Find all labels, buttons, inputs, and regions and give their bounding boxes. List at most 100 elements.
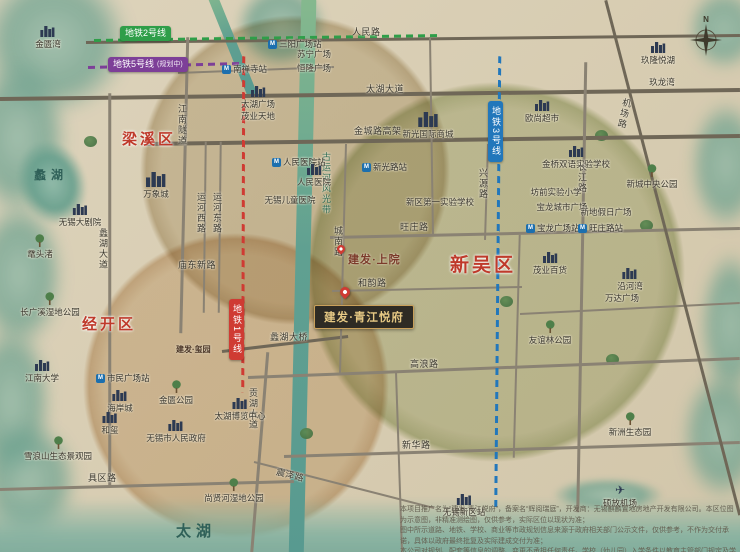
landmark-jiulongwan: 玖龙湾 xyxy=(649,76,675,88)
road-label: 城南路 xyxy=(333,226,343,258)
metro-badge-label: 地铁1号线 xyxy=(232,304,242,356)
building-icon xyxy=(456,494,471,505)
tree-icon xyxy=(624,412,635,425)
airplane-icon: ✈ xyxy=(614,483,626,497)
building-icon xyxy=(72,204,87,215)
metro-badge-label: 地铁5号线 xyxy=(113,59,155,69)
tree-icon xyxy=(300,428,313,439)
landmark-label: 鼋头渚 xyxy=(27,249,53,259)
district-label-jingkai: 经开区 xyxy=(82,316,137,333)
landmark-label: 玖隆悦湖 xyxy=(640,55,676,65)
metro-badge-label: 地铁2号线 xyxy=(125,28,167,38)
road-label: 古运河风光带 xyxy=(321,152,331,215)
landmark-jinkuiwan: 金匮湾 xyxy=(35,26,61,50)
road-label: 人民路 xyxy=(352,27,381,37)
metro-station-label: 三阳广场站 xyxy=(279,39,322,49)
taihu-lake-band xyxy=(0,502,740,552)
project-shangyuan-label: 建发·上院 xyxy=(348,254,401,266)
tree-icon xyxy=(640,220,653,231)
road-label: 庙东新路 xyxy=(178,260,217,270)
landmark-henglong-plaza: 恒隆广场 xyxy=(297,62,331,74)
tree-icon xyxy=(84,136,97,147)
road-label: 机场路 xyxy=(615,97,633,131)
landmark-jiangnan-university: 江南大学 xyxy=(25,360,59,384)
landmark-yanhewan: 沿河湾 xyxy=(617,268,643,292)
metro-station-label: 旺庄路站 xyxy=(589,223,624,233)
landmark-label: 坊前实验小学 xyxy=(530,187,582,197)
lake-label: 太湖 xyxy=(176,524,217,540)
metro-station-icon: M xyxy=(268,39,277,49)
tree-icon xyxy=(34,234,45,247)
landmark-auchan-supermarket: 欧尚超市 xyxy=(525,100,559,124)
landmark-baolong-city-plaza: 宝龙城市广场 xyxy=(536,201,587,213)
road-label: 太湖大道 xyxy=(366,84,405,94)
road-label: 江南隧道 xyxy=(177,104,187,146)
tree-icon xyxy=(646,164,657,177)
landmark-label: 新地假日广场 xyxy=(580,207,632,217)
watercolor-mountain-right-upper xyxy=(690,100,740,230)
metro-station-label: 南禅寺站 xyxy=(233,64,268,74)
landmark-label: 无锡市人民政府 xyxy=(146,433,206,443)
tree-icon xyxy=(170,380,181,393)
tree-icon xyxy=(44,292,55,305)
landmark-city-government: 无锡市人民政府 xyxy=(146,420,206,444)
landmark-label: 沿河湾 xyxy=(617,281,643,291)
landmark-renmin-hospital: 人民医院 xyxy=(297,164,331,188)
metro-badge-line1: 地铁1号线 xyxy=(229,299,244,361)
building-icon xyxy=(232,398,247,409)
landmark-hexi: 和玺 xyxy=(101,412,119,436)
landmark-label: 无锡新区站 xyxy=(442,507,486,517)
landmark-yuantouzhu: 鼋头渚 xyxy=(27,234,53,260)
tree-icon xyxy=(544,320,555,333)
disclaimer-line: 图中所示道路、地铁、学校、商业等市政规划信息来源于政府相关部门公示文件，仅供参考… xyxy=(400,527,729,545)
metro-station-icon: M xyxy=(96,373,105,383)
lake-label: 蠡湖 xyxy=(34,168,69,182)
landmark-xindi-holiday-plaza: 新地假日广场 xyxy=(580,206,631,218)
landmark-youyilin-park: 友谊林公园 xyxy=(529,320,571,346)
landmark-label: 万达广场 xyxy=(604,293,640,303)
tree-icon xyxy=(52,436,63,449)
landmark-label: 和玺 xyxy=(101,425,119,435)
landmark-xinzhou-eco-park: 新洲生态园 xyxy=(609,412,651,438)
tree-icon xyxy=(228,478,239,491)
metro-station-icon: M xyxy=(526,223,535,233)
metro-station-icon: M xyxy=(222,64,231,74)
metro-station-label: 宝龙广场站 xyxy=(537,223,580,233)
landmark-label: 雪浪山生态景观园 xyxy=(23,451,93,461)
building-icon xyxy=(306,164,321,175)
compass-north-label: N xyxy=(703,15,709,24)
building-icon xyxy=(250,86,265,97)
road-label: 运河东路 xyxy=(212,192,222,234)
road-label: 高浪路 xyxy=(410,359,439,369)
jingkai-ring xyxy=(83,233,389,539)
building-icon xyxy=(40,26,55,37)
building-icon xyxy=(534,100,549,111)
landmark-xincheng-central-park: 新城中央公园 xyxy=(626,164,678,190)
landmark-label: 人民医院 xyxy=(296,177,332,187)
landmark-label: 金桥双语实验学校 xyxy=(541,159,611,169)
landmark-label: 宝龙城市广场 xyxy=(536,202,588,212)
building-icon xyxy=(568,146,583,157)
landmark-fangqian-school: 坊前实验小学 xyxy=(530,186,581,198)
building-icon xyxy=(112,390,127,401)
tree-icon xyxy=(500,296,513,307)
landmark-shuofang-airport: ✈硕放机场 xyxy=(603,484,637,509)
metro-station-icon: M xyxy=(578,223,587,233)
landmark-haiancheng: 海岸城 xyxy=(107,390,133,414)
landmark-label: 金匮湾 xyxy=(35,39,61,49)
road-label: 贡湖大道 xyxy=(248,388,258,430)
landmark-label: 江南大学 xyxy=(24,373,60,383)
landmark-jinkui-park: 金匮公园 xyxy=(159,380,193,406)
landmark-suning-plaza: 苏宁广场 xyxy=(297,48,331,60)
disclaimer-line: 本公司对规划、配套等信息的调整、变更不承担任何责任。学校（幼儿园）入学条件以教育… xyxy=(400,548,736,552)
building-icon xyxy=(417,112,439,127)
landmark-label: 太湖博览中心 xyxy=(214,411,266,421)
main-project-banner: 建发·青江悦府 xyxy=(314,305,414,329)
landmark-label: 金匮公园 xyxy=(158,395,194,405)
landmark-label: 茂业百货 xyxy=(532,265,568,275)
metro-badge-line3: 地铁3号线 xyxy=(488,101,503,163)
landmark-changguangxi-wetland: 长广溪湿地公园 xyxy=(20,292,80,318)
